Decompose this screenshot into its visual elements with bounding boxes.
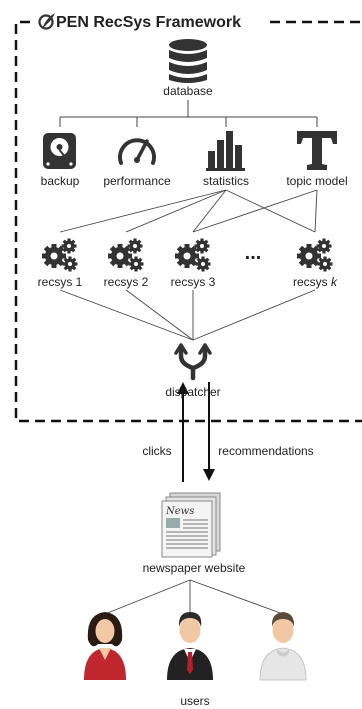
recsys-1-gears-icon bbox=[42, 238, 78, 272]
recsys-ellipsis: ... bbox=[244, 242, 262, 264]
database-label: database bbox=[163, 84, 213, 98]
recsys-k-gears-icon bbox=[297, 238, 333, 272]
backup-label: backup bbox=[40, 174, 80, 188]
recsys-2-label: recsys 2 bbox=[103, 275, 149, 289]
letter-t-icon bbox=[297, 131, 337, 170]
database-connector bbox=[59, 100, 318, 127]
recsys-1-label: recsys 1 bbox=[37, 275, 83, 289]
framework-title: PEN RecSys Framework bbox=[36, 12, 245, 33]
user-avatar-icon-female bbox=[84, 612, 126, 680]
recommendations-label: recommendations bbox=[218, 444, 314, 458]
user-avatar-icon-male-suit bbox=[167, 612, 213, 680]
clicks-arrow bbox=[177, 382, 189, 482]
statistics-label: statistics bbox=[202, 174, 250, 188]
recsys-3-gears-icon bbox=[175, 238, 211, 272]
recsys-k-variable: k bbox=[331, 275, 338, 289]
dispatcher-connectors bbox=[59, 289, 316, 341]
users-label: users bbox=[180, 694, 210, 708]
recsys-3-label: recsys 3 bbox=[170, 275, 216, 289]
merge-arrows-icon bbox=[174, 343, 212, 381]
framework-boundary bbox=[14, 20, 362, 423]
framework-title-text: PEN RecSys Framework bbox=[56, 14, 241, 31]
newspaper-icon: News bbox=[161, 492, 221, 558]
clicks-label: clicks bbox=[142, 444, 172, 458]
recsys-k-label: recsys k bbox=[293, 275, 337, 289]
user-avatar-icon-male-casual bbox=[259, 612, 307, 681]
bar-chart-icon bbox=[206, 131, 245, 171]
performance-label: performance bbox=[103, 174, 171, 188]
newspaper-website-label: newspaper website bbox=[142, 561, 246, 575]
topic-model-label: topic model bbox=[286, 174, 348, 188]
recommendations-arrow bbox=[203, 382, 215, 481]
speedometer-icon bbox=[118, 138, 156, 165]
svg-text:News: News bbox=[165, 506, 194, 517]
recsys-2-gears-icon bbox=[108, 238, 144, 272]
feather-o-icon bbox=[38, 13, 55, 30]
feature-connectors bbox=[59, 189, 318, 233]
recsys-k-prefix: recsys bbox=[292, 275, 332, 289]
database-icon bbox=[169, 39, 207, 83]
hard-drive-icon bbox=[43, 133, 76, 169]
users-connectors bbox=[104, 579, 284, 615]
dispatcher-label: dispatcher bbox=[165, 385, 221, 399]
